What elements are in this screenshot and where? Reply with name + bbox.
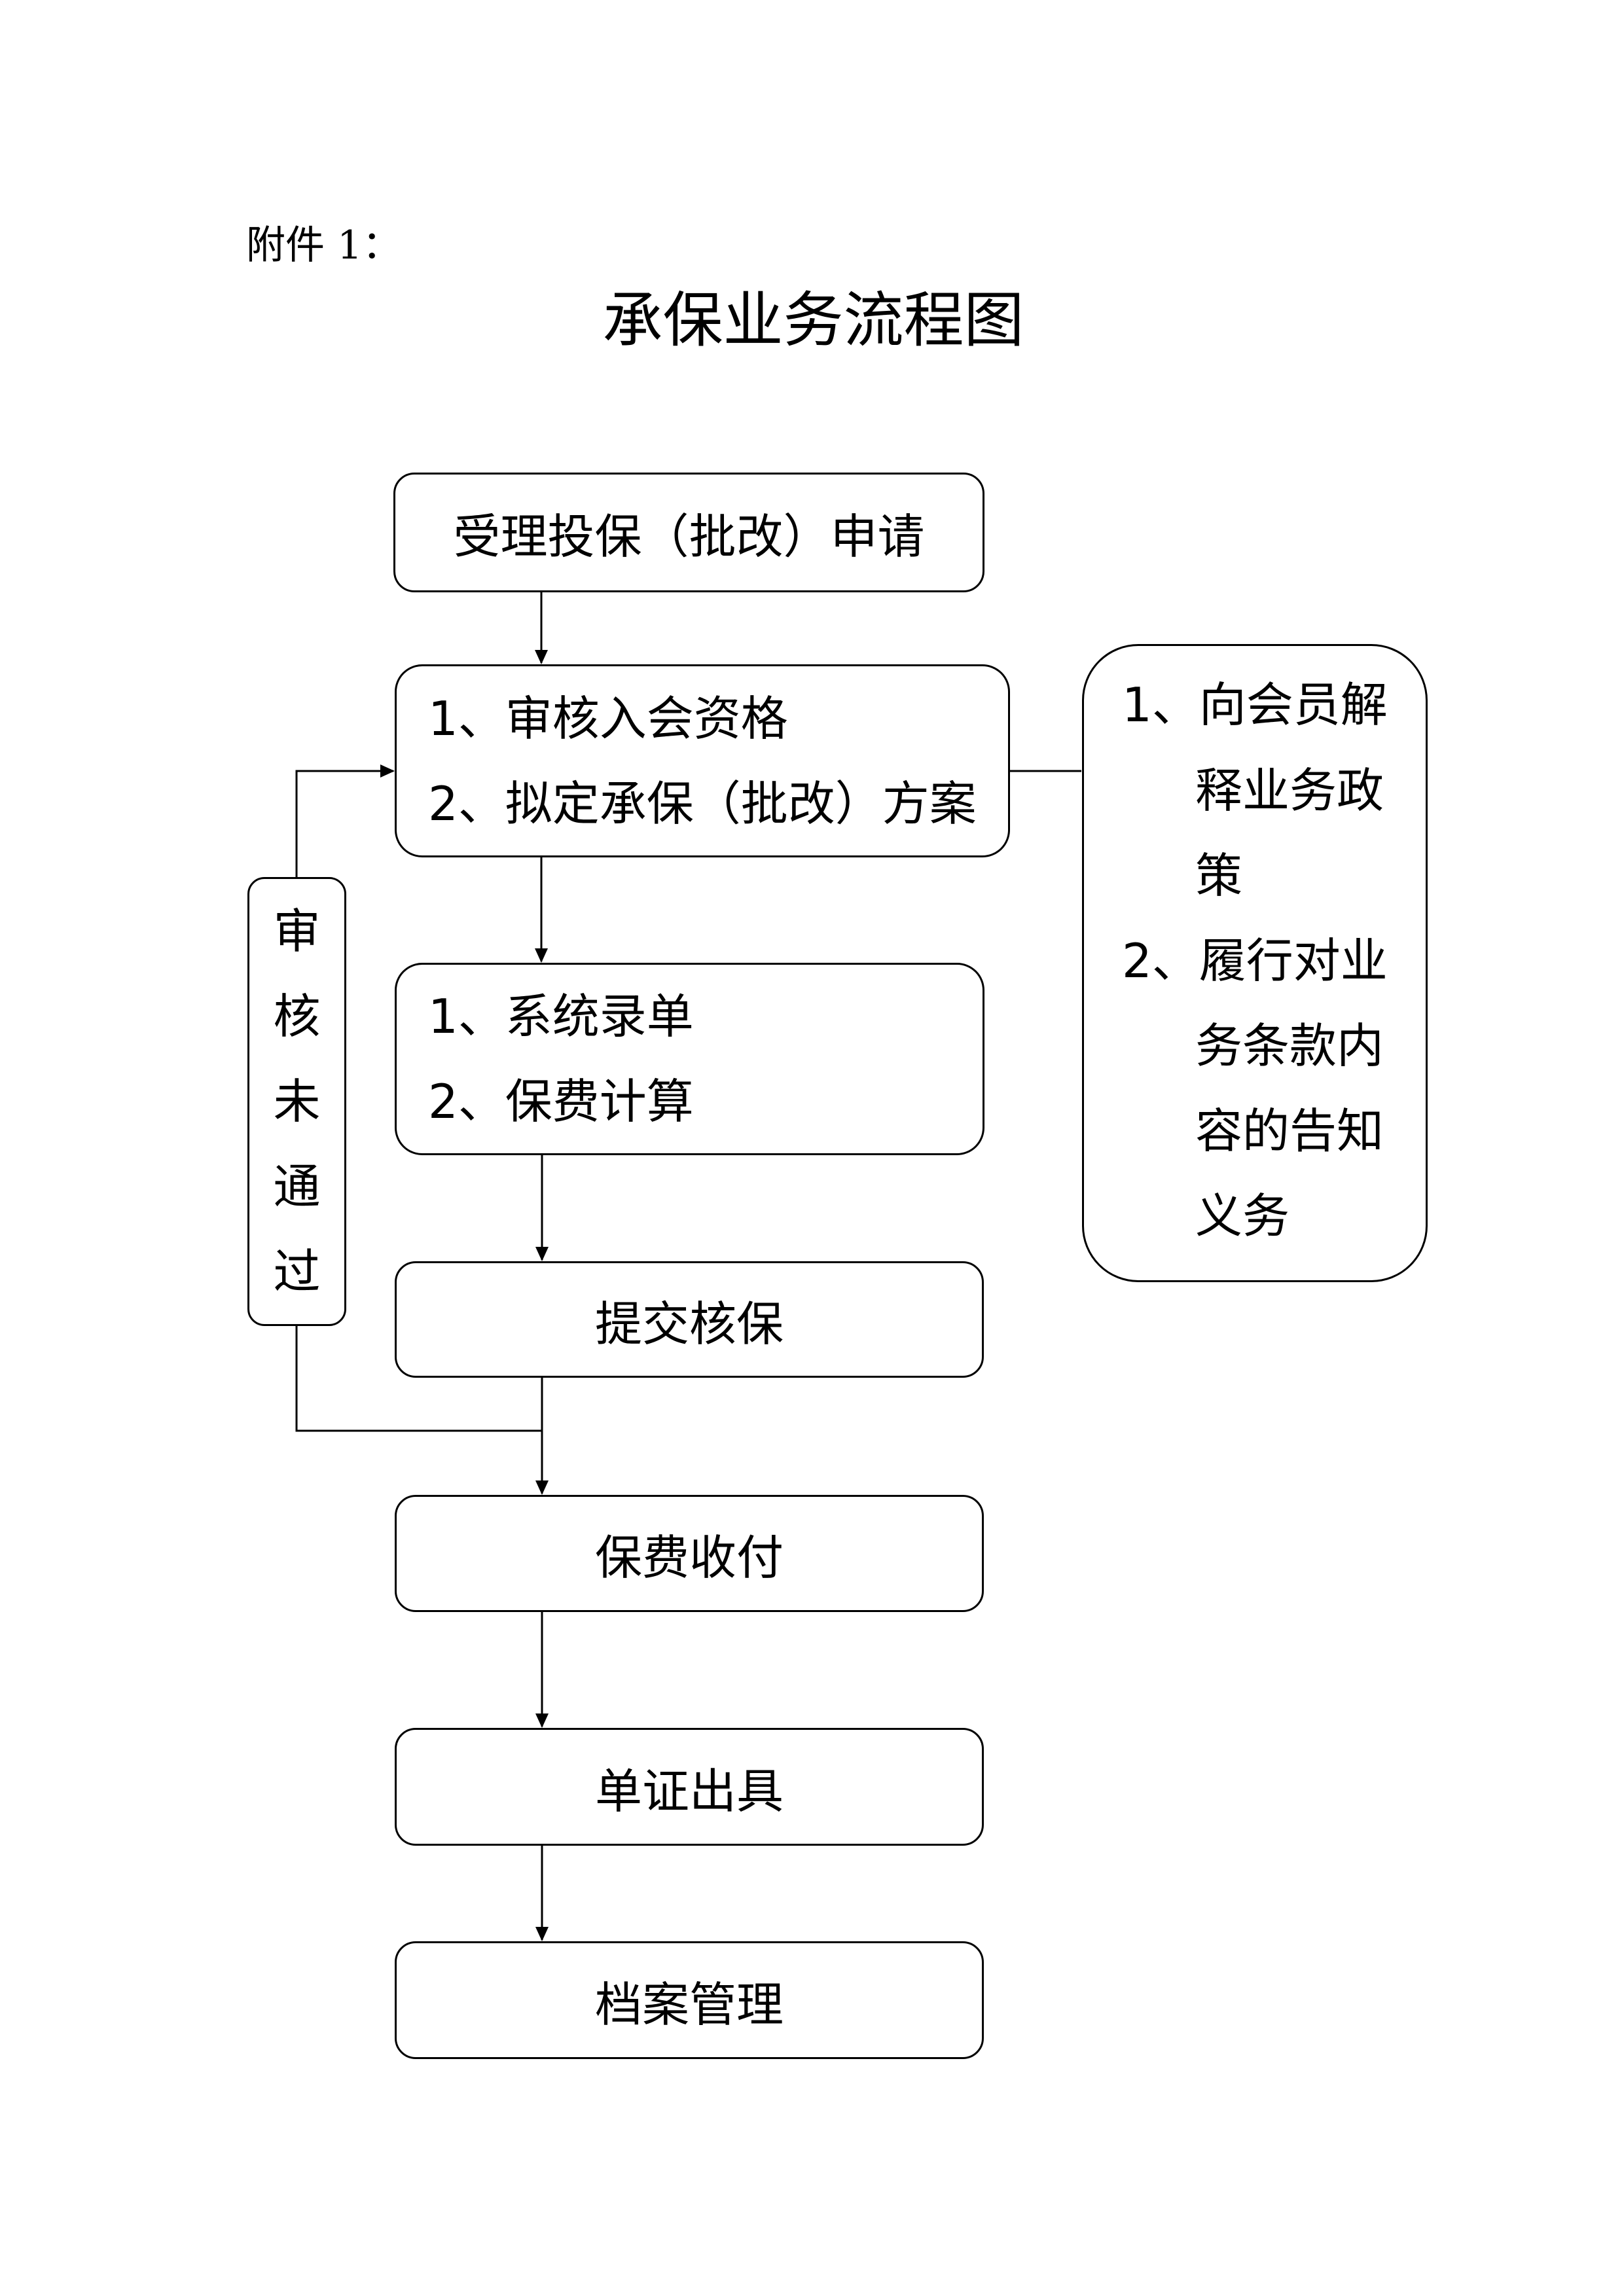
step7-box: 档案管理 — [395, 1941, 984, 2059]
rejection-char: 核 — [273, 989, 321, 1044]
rejection-char: 审 — [273, 904, 321, 959]
arrowhead-step7 — [535, 1927, 549, 1941]
step3-line1: 1、系统录单 — [428, 989, 694, 1044]
rejection-char: 过 — [273, 1244, 321, 1299]
side-note-line: 务条款内 — [1195, 1018, 1384, 1073]
step1-label: 受理投保（批改）申请 — [453, 509, 925, 564]
step3-line2: 2、保费计算 — [428, 1074, 694, 1129]
step4-label: 提交核保 — [594, 1296, 784, 1352]
step2-line2: 2、拟定承保（批改）方案 — [428, 776, 977, 831]
arrowhead-step2 — [535, 650, 548, 664]
rejection-box: 审 核 未 通 过 — [247, 877, 346, 1326]
step6-box: 单证出具 — [395, 1728, 984, 1846]
side-note-line: 释业务政 — [1195, 763, 1384, 818]
arrowhead-step3 — [535, 948, 548, 963]
step2-box: 1、审核入会资格 2、拟定承保（批改）方案 — [395, 664, 1010, 857]
side-note-box: 1、向会员解 释业务政 策 2、履行对业 务条款内 容的告知 义务 — [1082, 644, 1428, 1282]
step6-label: 单证出具 — [594, 1763, 784, 1819]
step5-label: 保费收付 — [594, 1530, 784, 1585]
step7-label: 档案管理 — [594, 1977, 784, 2032]
page-title: 承保业务流程图 — [0, 288, 1624, 353]
step3-box: 1、系统录单 2、保费计算 — [395, 963, 984, 1155]
rejection-char: 通 — [273, 1159, 321, 1214]
attachment-label: 附件 1： — [246, 223, 402, 268]
step5-box: 保费收付 — [395, 1495, 984, 1612]
arrow-rejection-to-step2 — [295, 770, 393, 877]
arrowhead-step4 — [535, 1247, 549, 1261]
arrowhead-step5 — [535, 1480, 549, 1495]
step4-box: 提交核保 — [395, 1261, 984, 1378]
side-note-line: 策 — [1195, 848, 1243, 903]
arrowhead-rejection — [380, 764, 395, 778]
line-rejection-from-step4 — [295, 1325, 542, 1432]
side-note-line: 义务 — [1195, 1189, 1290, 1244]
step1-box: 受理投保（批改）申请 — [393, 473, 984, 592]
side-note-line: 2、履行对业 — [1122, 933, 1388, 988]
title-text: 承保业务流程图 — [602, 285, 1024, 355]
step2-line1: 1、审核入会资格 — [428, 691, 788, 746]
rejection-char: 未 — [273, 1074, 321, 1129]
arrowhead-step6 — [535, 1713, 549, 1728]
side-note-line: 容的告知 — [1195, 1103, 1384, 1158]
side-note-line: 1、向会员解 — [1122, 677, 1388, 732]
